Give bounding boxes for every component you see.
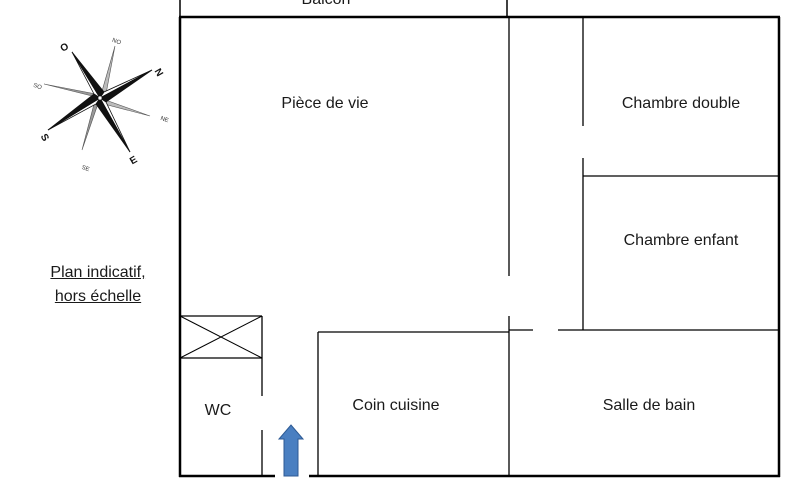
scale-note: Plan indicatif, hors échelle <box>20 261 176 309</box>
entrance-arrow-icon <box>277 424 305 477</box>
room-label-double-bedroom: Chambre double <box>622 95 740 112</box>
room-label-kitchen: Coin cuisine <box>352 397 439 414</box>
scale-note-line-2: hors échelle <box>54 288 142 305</box>
room-label-wc: WC <box>205 402 232 419</box>
compass-label-southeast: SE <box>81 165 91 173</box>
balcony: Balcon <box>179 0 508 18</box>
compass-label-south: S <box>38 132 51 144</box>
compass-rose: O N E S NO NE SE SO <box>32 38 169 174</box>
compass-label-north: N <box>152 67 165 79</box>
compass-label-southwest: SO <box>32 83 43 92</box>
scale-note-line-1: Plan indicatif, <box>50 264 146 281</box>
walls <box>178 15 781 478</box>
balcony-label: Balcon <box>302 0 351 8</box>
room-label-bathroom: Salle de bain <box>603 397 696 414</box>
compass-label-northeast: NE <box>159 116 169 124</box>
compass-label-west: O <box>59 41 71 55</box>
room-label-child-bedroom: Chambre enfant <box>624 232 739 249</box>
compass-label-northwest: NO <box>111 38 122 47</box>
compass-label-east: E <box>128 154 140 167</box>
room-label-living: Pièce de vie <box>281 95 368 112</box>
